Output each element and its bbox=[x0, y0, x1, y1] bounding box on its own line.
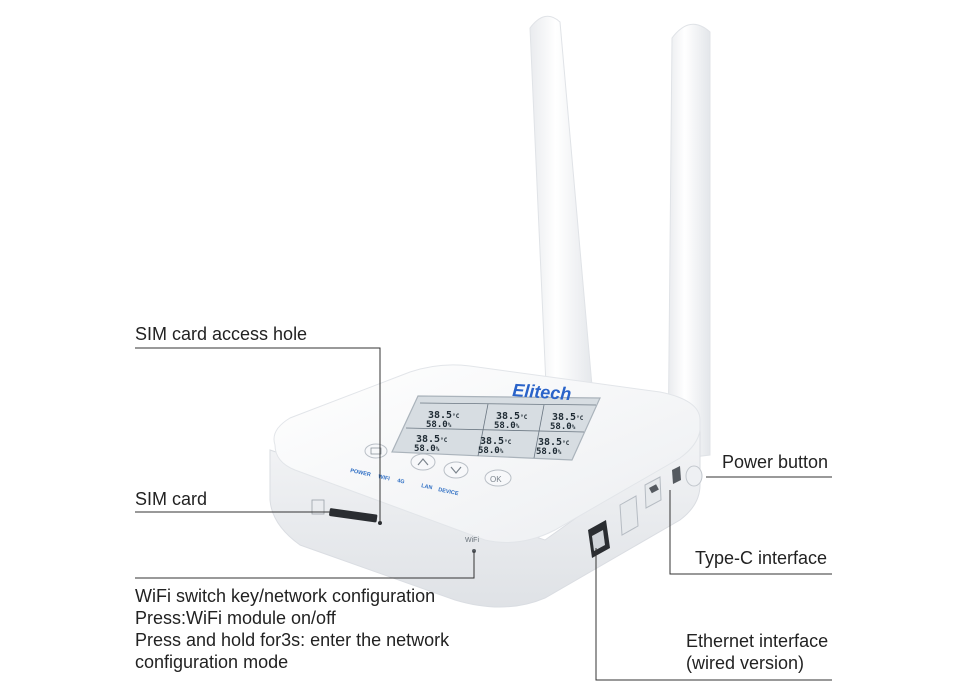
up-button[interactable] bbox=[410, 453, 436, 471]
svg-text:58.0%: 58.0% bbox=[536, 447, 562, 457]
callout-ethernet-line-1: Ethernet interface bbox=[686, 631, 829, 651]
lcd-screen: 38.5°C 58.0% 38.5°C 58.0% 38.5°C 58.0% 3… bbox=[391, 395, 601, 461]
callout-wifi-key-line-4: configuration mode bbox=[135, 652, 289, 672]
svg-text:38.5°C: 38.5°C bbox=[496, 411, 528, 422]
lcd-temp-2: 38.5 bbox=[496, 411, 520, 422]
svg-text:58.0%: 58.0% bbox=[494, 421, 520, 431]
lcd-temp-unit-5: °C bbox=[504, 439, 512, 446]
led-label-power: POWER bbox=[350, 468, 372, 478]
down-button[interactable] bbox=[443, 461, 469, 479]
callout-wifi-key-line-2: Press:WiFi module on/off bbox=[135, 608, 336, 628]
svg-text:38.5°C: 38.5°C bbox=[552, 412, 584, 423]
led-label-wifi: WIFI bbox=[378, 474, 391, 482]
leader-wifi-key bbox=[135, 551, 475, 579]
leader-type-c bbox=[669, 490, 832, 575]
callout-sim-access-hole: SIM card access hole bbox=[135, 324, 308, 344]
secondary-port[interactable] bbox=[619, 495, 639, 536]
svg-text:38.5°C: 38.5°C bbox=[416, 434, 448, 445]
callout-power-button: Power button bbox=[722, 452, 829, 472]
menu-button[interactable] bbox=[364, 443, 388, 459]
led-label-lan: LAN bbox=[421, 483, 433, 491]
svg-text:38.5°C: 38.5°C bbox=[480, 436, 512, 447]
gateway-device: 38.5°C 58.0% 38.5°C 58.0% 38.5°C 58.0% 3… bbox=[269, 364, 703, 608]
sim-icon bbox=[311, 499, 325, 515]
lcd-hum-unit-4: % bbox=[436, 446, 440, 453]
ok-button-label: OK bbox=[490, 475, 502, 484]
lcd-hum-unit-5: % bbox=[500, 448, 504, 455]
svg-text:58.0%: 58.0% bbox=[414, 444, 440, 454]
antenna-left bbox=[529, 15, 596, 431]
leader-sim-access-hole bbox=[135, 347, 381, 523]
lcd-temp-unit-2: °C bbox=[520, 414, 528, 421]
lcd-hum-2: 58.0 bbox=[494, 421, 516, 431]
callout-wifi-key-line-1: WiFi switch key/network configuration bbox=[135, 586, 436, 606]
lcd-hum-6: 58.0 bbox=[536, 447, 558, 457]
led-label-device: DEVICE bbox=[438, 487, 460, 497]
callout-wifi-key-line-3: Press and hold for3s: enter the network bbox=[135, 630, 450, 650]
sim-card-slot[interactable] bbox=[311, 499, 378, 523]
led-indicators: POWER WIFI 4G LAN DEVICE bbox=[350, 468, 460, 497]
lcd-hum-unit-6: % bbox=[558, 449, 562, 456]
led-label-4g: 4G bbox=[397, 478, 405, 485]
wifi-key-label: WiFi bbox=[465, 537, 479, 544]
ok-button[interactable]: OK bbox=[484, 469, 512, 487]
callout-sim-card: SIM card bbox=[135, 489, 208, 509]
brand-logo: Elitech bbox=[512, 380, 572, 404]
svg-text:58.0%: 58.0% bbox=[550, 422, 576, 432]
chevron-down-icon bbox=[450, 466, 462, 474]
svg-text:38.5°C: 38.5°C bbox=[428, 410, 460, 421]
lcd-hum-4: 58.0 bbox=[414, 444, 436, 454]
callout-ethernet-line-2: (wired version) bbox=[686, 653, 805, 673]
lcd-hum-unit-3: % bbox=[572, 424, 576, 431]
type-c-port[interactable] bbox=[644, 476, 662, 509]
lcd-hum-3: 58.0 bbox=[550, 422, 572, 432]
power-button[interactable] bbox=[672, 465, 703, 487]
lcd-temp-unit-3: °C bbox=[576, 415, 584, 422]
lcd-hum-1: 58.0 bbox=[426, 420, 448, 430]
lcd-temp-unit-6: °C bbox=[562, 440, 570, 447]
lcd-temp-unit-1: °C bbox=[452, 413, 460, 420]
ethernet-port[interactable] bbox=[588, 520, 610, 558]
lcd-hum-5: 58.0 bbox=[478, 446, 500, 456]
lcd-temp-6: 38.5 bbox=[538, 437, 562, 448]
svg-text:58.0%: 58.0% bbox=[426, 420, 452, 430]
leader-ethernet bbox=[595, 548, 832, 681]
lcd-hum-unit-2: % bbox=[516, 423, 520, 430]
lcd-temp-3: 38.5 bbox=[552, 412, 576, 423]
lcd-temp-5: 38.5 bbox=[480, 436, 504, 447]
lcd-temp-unit-4: °C bbox=[440, 437, 448, 444]
leader-lines bbox=[135, 347, 832, 681]
lcd-hum-unit-1: % bbox=[448, 422, 452, 429]
chevron-up-icon bbox=[417, 458, 429, 466]
antenna-right bbox=[667, 23, 711, 461]
svg-text:38.5°C: 38.5°C bbox=[538, 437, 570, 448]
lcd-temp-1: 38.5 bbox=[428, 410, 452, 421]
callout-type-c: Type-C interface bbox=[695, 548, 828, 568]
lcd-temp-4: 38.5 bbox=[416, 434, 440, 445]
svg-text:58.0%: 58.0% bbox=[478, 446, 504, 456]
